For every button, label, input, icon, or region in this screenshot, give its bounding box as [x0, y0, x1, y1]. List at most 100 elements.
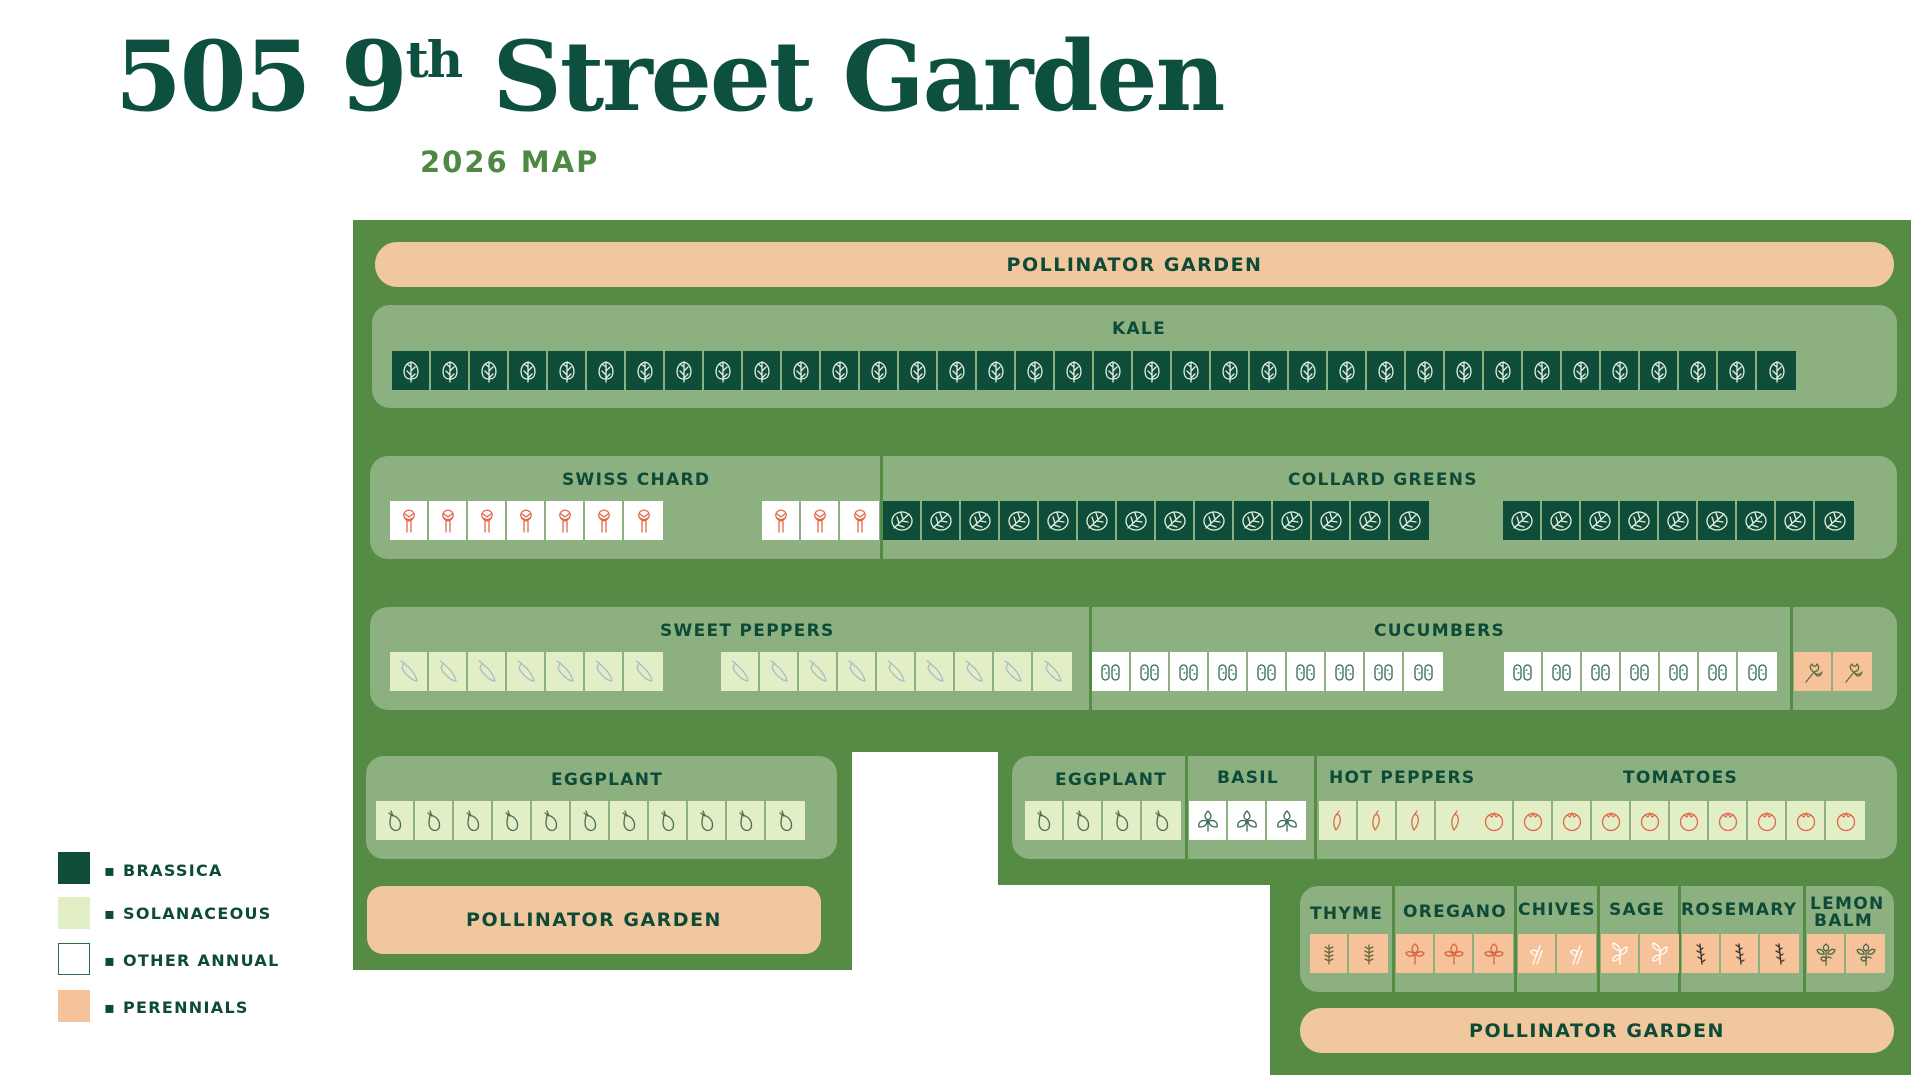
plant-tile — [1016, 351, 1055, 390]
tomato-icon — [1484, 811, 1503, 831]
plant-tile — [454, 801, 493, 840]
plant-tile — [1721, 934, 1760, 973]
plant-tile — [532, 801, 571, 840]
kale-icon — [1182, 360, 1199, 383]
pepper-icon — [847, 659, 866, 682]
collard-icon — [1549, 510, 1572, 531]
plant-tile — [1484, 351, 1523, 390]
plant-tile — [1445, 351, 1484, 390]
plant-tile — [1640, 351, 1679, 390]
collard-icon — [1319, 510, 1342, 531]
plant-tile — [509, 351, 548, 390]
chard-icon — [480, 508, 493, 533]
pepper-icon — [925, 659, 944, 682]
bed-label-lemon-balm: LEMON — [1810, 894, 1885, 914]
tomato-icon — [1601, 811, 1620, 831]
plant-tile — [899, 351, 938, 390]
cucumber-icon — [1373, 663, 1393, 681]
basil-icon — [1236, 809, 1257, 832]
collard-icon — [1202, 510, 1225, 531]
collard-icon — [1588, 510, 1611, 531]
collard-icon — [1823, 510, 1846, 531]
bed-divider — [1314, 756, 1317, 859]
plant-tile — [1248, 652, 1287, 691]
plant-tile — [1172, 351, 1211, 390]
plant-tile — [1396, 934, 1435, 973]
plant-tile — [1234, 501, 1273, 540]
legend-label-other-annual: ▪ OTHER ANNUAL — [104, 951, 280, 970]
tomato-icon — [1718, 811, 1737, 831]
planting-row — [1319, 801, 1475, 840]
plant-tile — [1833, 652, 1872, 691]
planting-row — [1682, 934, 1799, 973]
rosemary-icon — [1734, 942, 1745, 965]
plant-tile — [762, 501, 801, 540]
cucumber-icon — [1413, 663, 1433, 681]
kale-icon — [1494, 360, 1511, 383]
pepper-icon — [769, 659, 788, 682]
eggplant-icon — [465, 809, 479, 831]
collard-icon — [1163, 510, 1186, 531]
collard-icon — [1241, 510, 1264, 531]
kale-icon — [519, 360, 536, 383]
plant-tile — [1601, 351, 1640, 390]
plant-tile — [507, 501, 546, 540]
plant-tile — [1133, 351, 1172, 390]
collard-icon — [1007, 510, 1030, 531]
cucumber-icon — [1551, 663, 1571, 681]
plant-tile — [610, 801, 649, 840]
plant-tile — [821, 351, 860, 390]
bed-label-collard-greens: COLLARD GREENS — [1288, 470, 1478, 490]
cucumber-icon — [1629, 663, 1649, 681]
planting-row — [1504, 652, 1777, 691]
plant-tile — [1640, 934, 1679, 973]
plant-tile — [1557, 934, 1596, 973]
plant-tile — [585, 652, 624, 691]
planting-row — [1807, 934, 1885, 973]
kale-icon — [1533, 360, 1550, 383]
plant-tile — [1156, 501, 1195, 540]
legend-label-perennials: ▪ PERENNIALS — [104, 998, 249, 1017]
plant-tile — [624, 501, 663, 540]
plant-tile — [721, 652, 760, 691]
bed-label-thyme: THYME — [1310, 904, 1384, 924]
planting-row — [390, 501, 663, 540]
collard-icon — [1783, 510, 1806, 531]
bed-label-basil: BASIL — [1217, 768, 1280, 788]
plant-tile — [1504, 652, 1543, 691]
collard-icon — [1124, 510, 1147, 531]
kale-icon — [480, 360, 497, 383]
plant-tile — [1582, 652, 1621, 691]
eggplant-icon — [582, 809, 596, 831]
planting-row — [1025, 801, 1181, 840]
plant-tile — [1503, 501, 1542, 540]
bed-eggplant-left: EGGPLANT — [366, 756, 837, 859]
pepper-icon — [438, 659, 457, 682]
pepper-icon — [634, 659, 653, 682]
eggplant-icon — [426, 809, 440, 831]
bed-label-eggplant: EGGPLANT — [1055, 770, 1168, 790]
plant-tile — [1475, 801, 1514, 840]
cucumber-icon — [1100, 663, 1120, 681]
plant-tile — [1436, 801, 1475, 840]
bed-label-chives: CHIVES — [1518, 900, 1596, 920]
planting-row — [1310, 934, 1388, 973]
plant-tile — [1523, 351, 1562, 390]
plant-tile — [994, 652, 1033, 691]
plant-tile — [1592, 801, 1631, 840]
bed-label-kale: KALE — [1112, 319, 1166, 339]
plant-tile — [955, 652, 994, 691]
eggplant-icon — [387, 809, 401, 831]
kale-icon — [1260, 360, 1277, 383]
basil-icon — [1276, 809, 1297, 832]
pepper-icon — [477, 659, 496, 682]
kale-icon — [1338, 360, 1355, 383]
planting-row — [1396, 934, 1513, 973]
bed-peppers-cucumbers: SWEET PEPPERS CUCUMBERS — [370, 607, 1897, 710]
kale-icon — [792, 360, 809, 383]
pollinator-garden-top: POLLINATOR GARDEN — [375, 242, 1894, 287]
bed-label-rosemary: ROSEMARY — [1681, 900, 1798, 920]
plant-tile — [688, 801, 727, 840]
bed-herbs: THYME OREGANO CHIVES SAGE ROSEMARY LEMON… — [1300, 886, 1894, 992]
eggplant-icon — [504, 809, 518, 831]
